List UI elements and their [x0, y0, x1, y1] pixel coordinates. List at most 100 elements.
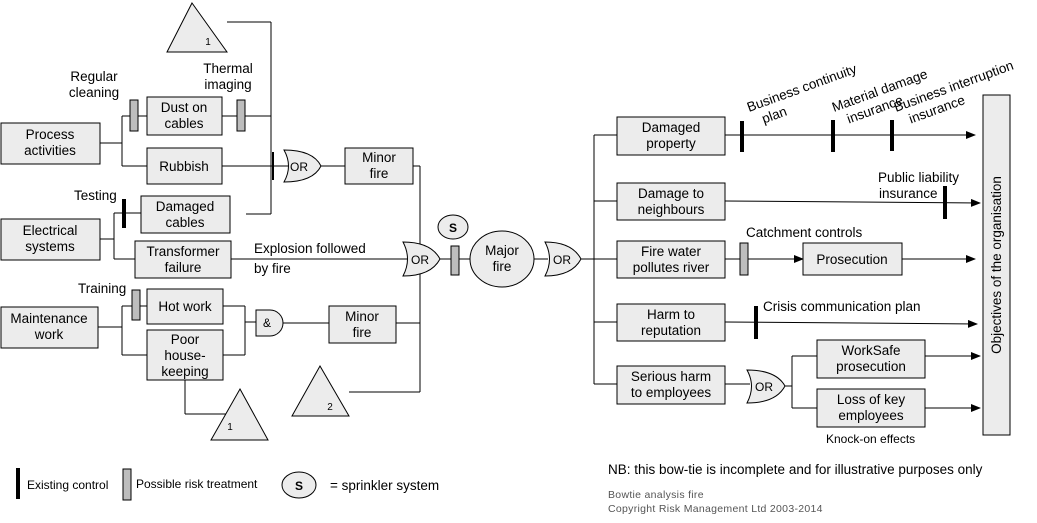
svg-text:Public liability: Public liability [878, 170, 959, 185]
cause-process-activities: Process activities [0, 122, 101, 165]
label-regular-cleaning: Regular cleaning [69, 69, 119, 100]
legend-sprinkler-letter: S [295, 479, 303, 493]
or-gate-1: OR [283, 149, 322, 183]
consequence-loss-of-key-employees: Loss of key employees [816, 388, 926, 428]
svg-text:fire: fire [370, 166, 389, 181]
consequence-damage-to-neighbours: Damage to neighbours [616, 182, 726, 221]
svg-text:1: 1 [227, 422, 233, 433]
svg-text:property: property [646, 136, 696, 151]
risk-treatment-sprinkler [450, 245, 460, 276]
legend-sprinkler-icon [281, 471, 317, 499]
consequence-fire-water: Fire water pollutes river [616, 240, 726, 279]
legend: Existing control Possible risk treatment… [16, 468, 439, 501]
existing-control-crisis-communication [754, 306, 758, 339]
svg-text:Prosecution: Prosecution [816, 252, 887, 267]
left-connectors [98, 21, 594, 415]
label-knock-on-effects: Knock-on effects [826, 432, 915, 446]
svg-text:Minor: Minor [345, 309, 379, 324]
label-training: Training [78, 281, 126, 296]
svg-text:Maintenance: Maintenance [10, 311, 87, 326]
or-gate-central: OR [402, 241, 441, 277]
svg-text:1: 1 [205, 37, 211, 48]
svg-text:insurance: insurance [879, 186, 938, 201]
svg-text:Serious harm: Serious harm [631, 369, 711, 384]
svg-text:cleaning: cleaning [69, 85, 119, 100]
consequence-damaged-property: Damaged property [616, 116, 726, 156]
svg-text:OR: OR [553, 253, 571, 267]
svg-text:Dust on: Dust on [161, 100, 208, 115]
hazard-dust-on-cables: Dust on cables [146, 96, 223, 136]
svg-text:Transformer: Transformer [146, 244, 220, 259]
svg-text:Minor: Minor [362, 150, 396, 165]
svg-text:OR: OR [755, 380, 773, 394]
existing-control-business-continuity [740, 121, 744, 152]
svg-text:imaging: imaging [204, 77, 251, 92]
legend-sprinkler-label: = sprinkler system [330, 478, 439, 493]
risk-treatment-regular-cleaning [129, 99, 139, 132]
svg-text:failure: failure [165, 260, 202, 275]
svg-text:S: S [449, 221, 457, 235]
svg-text:neighbours: neighbours [638, 202, 705, 217]
consequence-prosecution: Prosecution [802, 242, 903, 276]
or-gate-employees: OR [746, 369, 786, 404]
legend-risk-treatment-label: Possible risk treatment [136, 477, 258, 491]
svg-text:Rubbish: Rubbish [159, 159, 209, 174]
svg-text:cables: cables [164, 116, 203, 131]
svg-text:pollutes river: pollutes river [633, 260, 710, 275]
and-gate: & [255, 309, 284, 337]
footer-title: Bowtie analysis fire [608, 489, 704, 501]
svg-text:OR: OR [290, 160, 308, 174]
hazard-damaged-cables: Damaged cables [140, 195, 231, 234]
legend-existing-control-icon [16, 468, 20, 499]
svg-text:keeping: keeping [161, 364, 208, 379]
svg-text:fire: fire [353, 325, 372, 340]
consequence-worksafe: WorkSafe prosecution [816, 339, 926, 379]
label-explosion: Explosion followed by fire [254, 241, 366, 276]
risk-treatment-catchment [739, 242, 749, 276]
hazard-poor-housekeeping: Poor house- keeping [146, 329, 224, 381]
hazard-transformer-failure: Transformer failure [134, 240, 232, 279]
svg-text:Harm to: Harm to [647, 307, 695, 322]
svg-text:reputation: reputation [641, 323, 701, 338]
existing-control-public-liability [943, 186, 947, 219]
label-thermal-imaging: Thermal imaging [203, 61, 253, 92]
svg-text:prosecution: prosecution [836, 359, 906, 374]
connector-1-bottom: 1 [210, 387, 269, 441]
svg-text:Major: Major [485, 243, 519, 258]
sprinkler-symbol: S [437, 214, 469, 240]
or-gate-right: OR [544, 241, 582, 277]
svg-text:fire: fire [493, 259, 512, 274]
major-fire: Major fire [469, 230, 535, 288]
svg-text:Objectives of the organisation: Objectives of the organisation [989, 176, 1004, 354]
minor-fire-1: Minor fire [344, 147, 414, 185]
svg-text:activities: activities [24, 143, 76, 158]
legend-existing-control-label: Existing control [27, 478, 108, 492]
hazard-rubbish: Rubbish [146, 147, 223, 185]
svg-text:to employees: to employees [631, 385, 712, 400]
svg-text:2: 2 [327, 402, 333, 413]
existing-control-testing [122, 199, 126, 228]
hazard-hot-work: Hot work [146, 288, 224, 325]
svg-text:Explosion followed: Explosion followed [254, 241, 366, 256]
footer-copyright: Copyright Risk Management Ltd 2003-2014 [608, 503, 823, 515]
label-catchment-controls: Catchment controls [746, 225, 863, 240]
connector-1-top: 1 [166, 2, 228, 53]
right-connectors [593, 131, 981, 412]
svg-text:Fire water: Fire water [641, 244, 702, 259]
risk-treatment-training [131, 289, 141, 321]
svg-text:Damaged: Damaged [642, 120, 701, 135]
cause-maintenance-work: Maintenance work [0, 306, 99, 349]
svg-text:employees: employees [838, 408, 904, 423]
label-testing: Testing [74, 188, 117, 203]
risk-treatment-thermal-imaging [236, 99, 246, 132]
svg-text:Loss of key: Loss of key [837, 392, 906, 407]
svg-text:Damaged: Damaged [156, 199, 215, 214]
svg-text:cables: cables [165, 215, 204, 230]
svg-text:Poor: Poor [171, 332, 200, 347]
objectives-box: Objectives of the organisation [982, 94, 1011, 436]
svg-text:work: work [34, 327, 64, 342]
svg-text:Damage to: Damage to [638, 186, 704, 201]
svg-text:Electrical: Electrical [23, 223, 78, 238]
existing-control-material-damage [831, 120, 835, 152]
